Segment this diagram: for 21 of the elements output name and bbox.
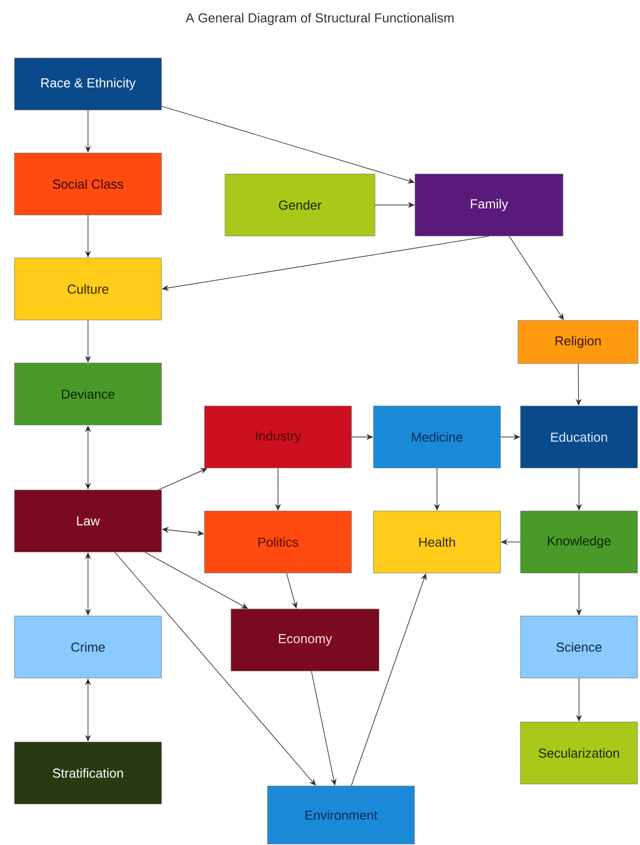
concept-box: Gender <box>224 174 376 236</box>
concept-box: Economy <box>230 608 380 672</box>
concept-box: Politics <box>204 510 352 574</box>
concept-box: Law <box>14 490 162 552</box>
concept-box: Industry <box>204 406 352 468</box>
concept-box: Stratification <box>14 742 162 804</box>
concept-box: Medicine <box>373 406 501 468</box>
concept-box: Education <box>520 406 638 468</box>
concept-box: Race & Ethnicity <box>14 58 162 110</box>
concept-box: Health <box>373 510 501 574</box>
concept-box: Science <box>520 616 638 678</box>
title: A General Diagram of Structural Functionalism <box>186 12 454 26</box>
concept-box: Religion <box>518 320 638 364</box>
concept-box: Social Class <box>14 152 162 216</box>
concept-box: Environment <box>267 786 415 844</box>
concept-box: Family <box>414 174 564 236</box>
concept-box: Culture <box>14 258 162 320</box>
concept-box: Crime <box>14 616 162 678</box>
concept-box: Secularization <box>520 722 638 784</box>
concept-box: Knowledge <box>520 510 638 574</box>
concept-box: Deviance <box>14 362 162 426</box>
